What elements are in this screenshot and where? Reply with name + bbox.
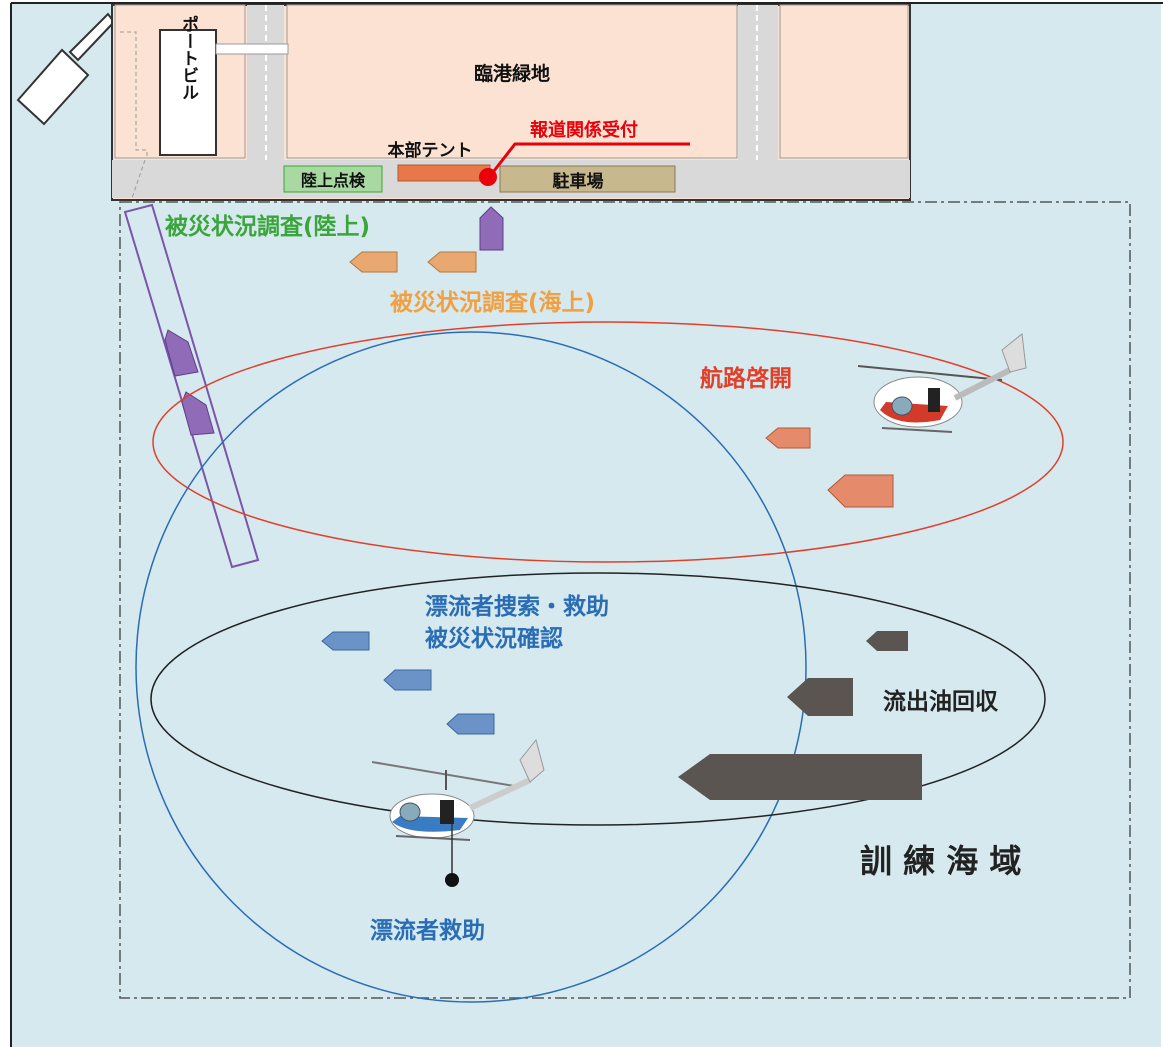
rescue-boat-icon xyxy=(321,631,370,651)
damage-survey-sea-label: 被災状況調査(海上) xyxy=(390,289,595,316)
park-label: 臨港緑地 xyxy=(474,62,550,85)
survey-boat-icon xyxy=(349,251,398,273)
land-inspection-label: 陸上点検 xyxy=(301,171,366,190)
oil-recovery-zone xyxy=(150,572,1046,826)
hq-tent-label: 本部テント xyxy=(388,140,473,161)
rescue-boat-icon xyxy=(383,669,432,691)
rescue-boat-icon xyxy=(446,713,495,735)
drifter-rescue-zone xyxy=(135,331,807,1003)
channel-opening-label: 航路啓開 xyxy=(700,365,792,392)
port-building-label: ポートビル xyxy=(178,14,199,100)
oil-recovery-boat-icon xyxy=(866,631,908,651)
press-reception-label: 報道関係受付 xyxy=(530,119,638,141)
channel-boat-icon xyxy=(765,427,811,449)
press-reception-marker xyxy=(479,142,690,186)
parking-area xyxy=(499,165,676,193)
land-inspection-area xyxy=(283,165,383,193)
training-area-boundary xyxy=(119,201,1131,999)
helicopter-blue-icon xyxy=(371,738,545,887)
channel-boat-icon xyxy=(827,474,894,508)
hq-tent xyxy=(397,164,491,182)
helicopter-red-icon xyxy=(857,333,1027,433)
drifter-search-label-line2: 被災状況確認 xyxy=(425,625,563,652)
land-vehicle-icon xyxy=(479,206,504,251)
pier-structure xyxy=(123,203,260,569)
survey-boat-icon xyxy=(427,251,477,273)
port-land-area xyxy=(111,4,911,201)
port-building xyxy=(159,29,217,156)
damage-survey-land-label: 被災状況調査(陸上) xyxy=(165,213,370,240)
parking-label: 駐車場 xyxy=(553,171,604,192)
drifter-search-label-line1: 漂流者捜索・救助 xyxy=(425,593,609,620)
oil-recovery-ship-icon xyxy=(678,754,922,800)
drifter-rescue-label: 漂流者救助 xyxy=(370,917,485,944)
channel-opening-zone xyxy=(152,321,1064,563)
training-area-label: 訓 練 海 域 xyxy=(860,842,1021,880)
oil-recovery-boat-icon xyxy=(787,678,853,716)
oil-recovery-label: 流出油回収 xyxy=(883,688,999,715)
